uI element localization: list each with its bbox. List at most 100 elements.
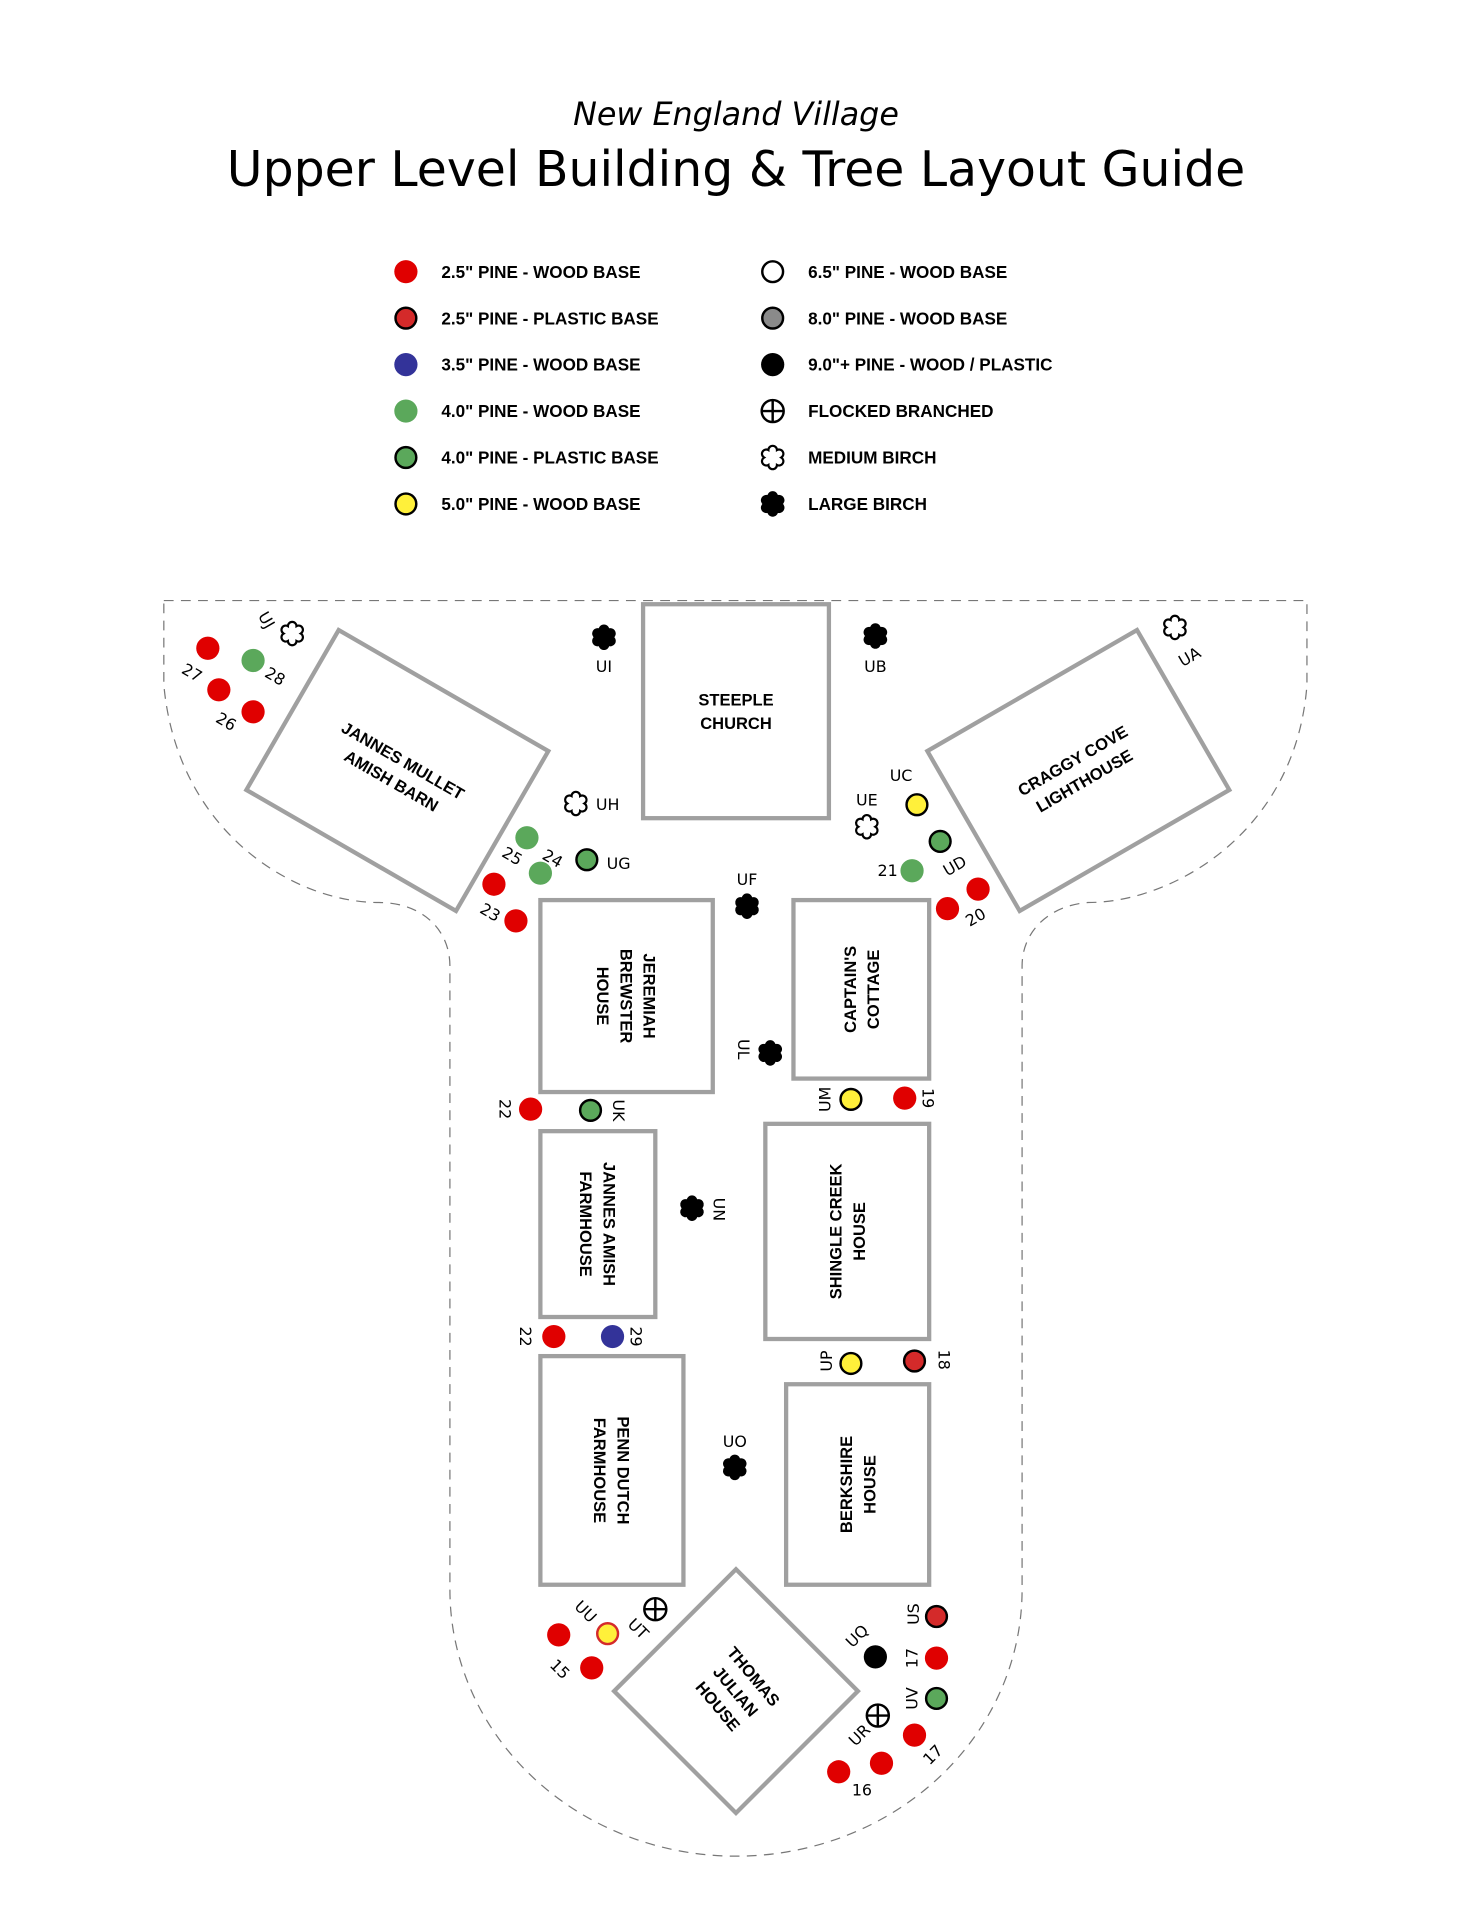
pine-2-5-plastic-icon xyxy=(924,1604,949,1629)
large-birch-icon xyxy=(758,1040,782,1066)
building-name: FARMHOUSE xyxy=(590,1418,608,1523)
medium-birch-icon xyxy=(760,444,785,471)
large-birch-icon xyxy=(863,623,888,649)
pine-2-5-wood-icon xyxy=(482,872,506,896)
pine-2-5-wood-icon xyxy=(547,1623,571,1647)
pine-9-0-plus-icon xyxy=(761,352,785,377)
tree-label: UD xyxy=(940,852,970,880)
pine-3-5-wood-icon xyxy=(600,1324,625,1349)
legend-label: 9.0"+ PINE - WOOD / PLASTIC xyxy=(808,356,1052,375)
building-name: CHURCH xyxy=(700,715,772,733)
tree-label: 27 xyxy=(178,659,205,686)
tree-label: 26 xyxy=(213,708,240,735)
pine-5-0-wood-icon xyxy=(839,1351,863,1376)
legend-item: MEDIUM BIRCH xyxy=(760,444,936,471)
pine-2-5-wood-icon xyxy=(504,909,528,933)
building-name: COTTAGE xyxy=(865,950,883,1029)
medium-birch-icon xyxy=(1163,614,1187,641)
building-name: BERKSHIRE xyxy=(838,1436,856,1533)
legend-item: 3.5" PINE - WOOD BASE xyxy=(394,352,641,377)
pine-2-5-wood-icon xyxy=(966,877,990,901)
tree-label: UU xyxy=(571,1597,601,1627)
legend-item: FLOCKED BRANCHED xyxy=(760,398,993,424)
pine-4-0-plastic-icon xyxy=(394,445,418,470)
pine-5-0-wood-icon xyxy=(394,492,418,516)
large-birch-icon xyxy=(680,1195,704,1221)
pine-2-5-wood-icon xyxy=(924,1646,949,1670)
legend-item: 2.5" PINE - WOOD BASE xyxy=(394,260,641,284)
legend-label: 3.5" PINE - WOOD BASE xyxy=(441,356,640,375)
legend-item: 2.5" PINE - PLASTIC BASE xyxy=(394,306,659,330)
pine-4-0-wood-icon xyxy=(394,399,418,423)
legend-label: LARGE BIRCH xyxy=(808,495,927,514)
legend-item: 8.0" PINE - WOOD BASE xyxy=(761,306,1007,330)
pine-4-0-plastic-icon xyxy=(578,1098,603,1122)
tree-label: US xyxy=(904,1603,923,1625)
building-name: HOUSE xyxy=(851,1202,869,1261)
pine-4-0-plastic-icon xyxy=(575,848,599,872)
pine-2-5-wood-icon xyxy=(542,1324,566,1349)
legend-label: 2.5" PINE - PLASTIC BASE xyxy=(441,309,658,328)
pine-2-5-wood-icon xyxy=(394,260,418,284)
pine-5-0-wood-icon xyxy=(839,1087,863,1111)
pine-2-5-wood-icon xyxy=(580,1656,604,1680)
tree-label: 18 xyxy=(934,1350,953,1370)
legend-item: 5.0" PINE - WOOD BASE xyxy=(394,492,641,516)
tree-label: 15 xyxy=(546,1655,574,1683)
building-name: BREWSTER xyxy=(616,949,634,1044)
tree-label: UQ xyxy=(842,1621,872,1651)
pine-3-5-wood-icon xyxy=(394,352,418,377)
building-captain-s-cottage: CAPTAIN'S COTTAGE xyxy=(791,897,932,1081)
tree-label: 16 xyxy=(852,1781,872,1800)
pine-4-0-wood-icon xyxy=(241,648,265,673)
tree-label: UB xyxy=(864,657,887,676)
building-name: CAPTAIN'S xyxy=(842,946,860,1033)
pine-4-0-wood-icon xyxy=(900,859,924,883)
tree-label: UP xyxy=(817,1350,836,1372)
building-name: HOUSE xyxy=(861,1455,879,1514)
building-name: PENN DUTCH xyxy=(613,1416,631,1524)
pine-2-5-wood-icon xyxy=(196,636,220,660)
tree-label: UL xyxy=(734,1039,753,1060)
medium-birch-icon xyxy=(855,813,879,840)
pine-2-5-wood-icon xyxy=(207,678,231,702)
pine-2-5-wood-icon xyxy=(935,897,960,921)
pine-2-5-wood-icon xyxy=(893,1086,917,1110)
tree-label: UE xyxy=(856,790,878,809)
pine-5-0-wood-icon xyxy=(596,1622,620,1646)
tree-label: 28 xyxy=(262,663,289,690)
legend: 2.5" PINE - WOOD BASE 2.5" PINE - PLASTIC… xyxy=(394,260,1052,517)
page-title: Upper Level Building & Tree Layout Guide xyxy=(227,141,1245,198)
tree-label: 17 xyxy=(903,1648,922,1668)
legend-label: 4.0" PINE - WOOD BASE xyxy=(441,402,640,421)
tree-label: UK xyxy=(609,1099,628,1122)
large-birch-icon xyxy=(735,893,759,919)
building-name: JEREMIAH xyxy=(640,953,658,1038)
pine-2-5-wood-icon xyxy=(827,1760,851,1784)
tree-label: UF xyxy=(737,870,758,889)
large-birch-icon xyxy=(592,624,616,651)
legend-label: 2.5" PINE - WOOD BASE xyxy=(441,263,640,282)
tree-label: 21 xyxy=(877,861,897,880)
pine-4-0-wood-icon xyxy=(528,861,552,885)
building-name: STEEPLE xyxy=(698,692,773,710)
tree-label: 23 xyxy=(477,899,504,926)
pine-2-5-wood-icon xyxy=(241,700,265,724)
pine-8-0-wood-icon xyxy=(761,306,785,330)
flocked-branched-icon xyxy=(760,398,785,424)
legend-label: MEDIUM BIRCH xyxy=(808,449,936,468)
tree-label: UH xyxy=(596,795,620,814)
legend-label: 8.0" PINE - WOOD BASE xyxy=(808,309,1007,328)
large-birch-icon xyxy=(760,491,785,517)
tree-label: UJ xyxy=(254,608,279,632)
legend-item: 4.0" PINE - PLASTIC BASE xyxy=(394,445,659,470)
tree-label: 29 xyxy=(626,1326,645,1346)
building-name: HOUSE xyxy=(593,967,611,1026)
building-steeple-church: STEEPLE CHURCH xyxy=(640,602,832,821)
tree-label: UM xyxy=(816,1087,835,1112)
pine-9-0-plus-icon xyxy=(863,1645,887,1669)
pine-4-0-wood-icon xyxy=(515,826,539,850)
